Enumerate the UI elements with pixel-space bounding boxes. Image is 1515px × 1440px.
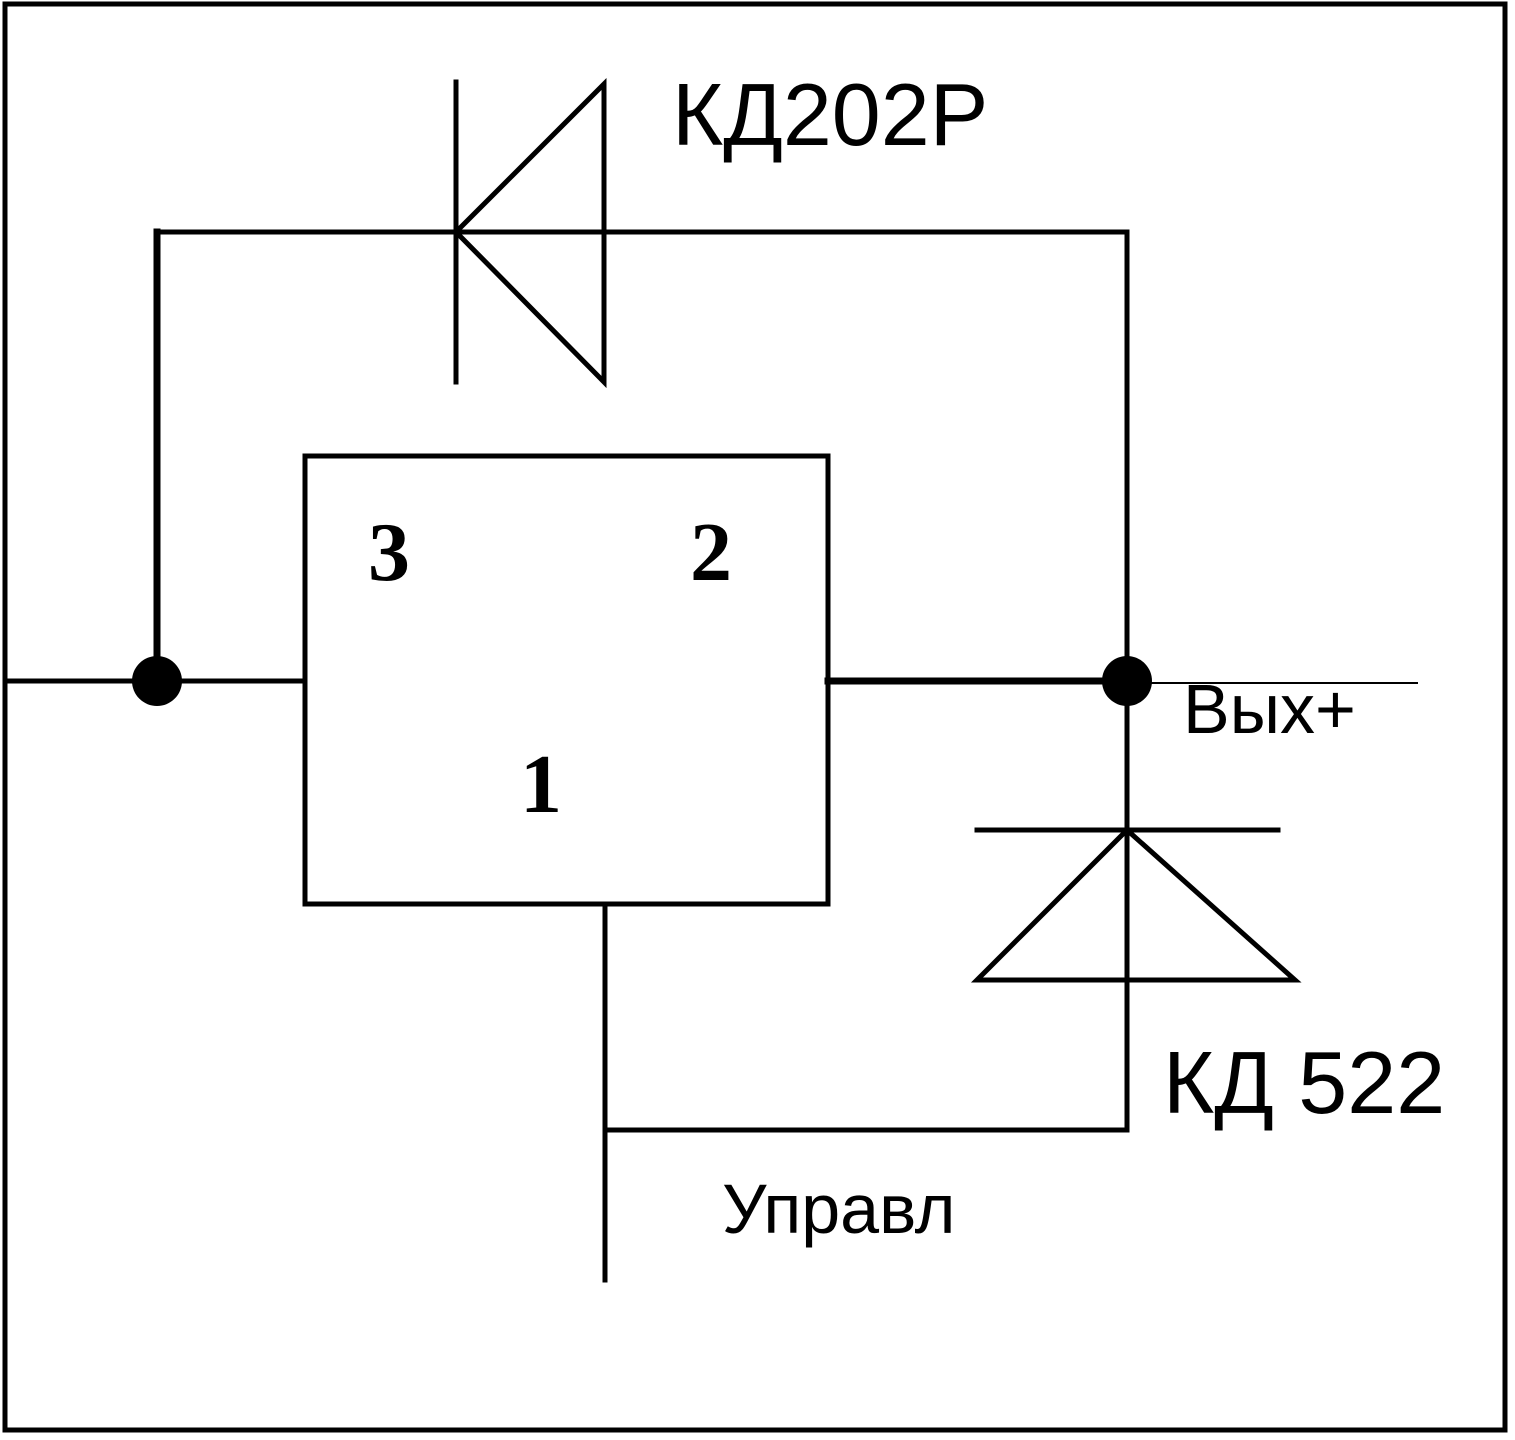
diode-top-label: КД202Р <box>672 65 988 164</box>
pin-2-label: 2 <box>690 506 732 599</box>
junction-right <box>1102 656 1152 706</box>
diode-top-symbol <box>452 77 607 389</box>
diode-bottom-symbol <box>970 826 1302 983</box>
diode-bottom-label: КД 522 <box>1163 1033 1445 1132</box>
diode-bottom-triangle <box>970 826 1302 983</box>
junction-left <box>132 656 182 706</box>
pin-3-label: 3 <box>368 506 410 599</box>
control-terminal-label: Управл <box>722 1170 956 1248</box>
diode-top-triangle <box>452 77 607 389</box>
output-terminal-label: Вых+ <box>1183 670 1356 748</box>
pin-1-label: 1 <box>520 738 562 831</box>
